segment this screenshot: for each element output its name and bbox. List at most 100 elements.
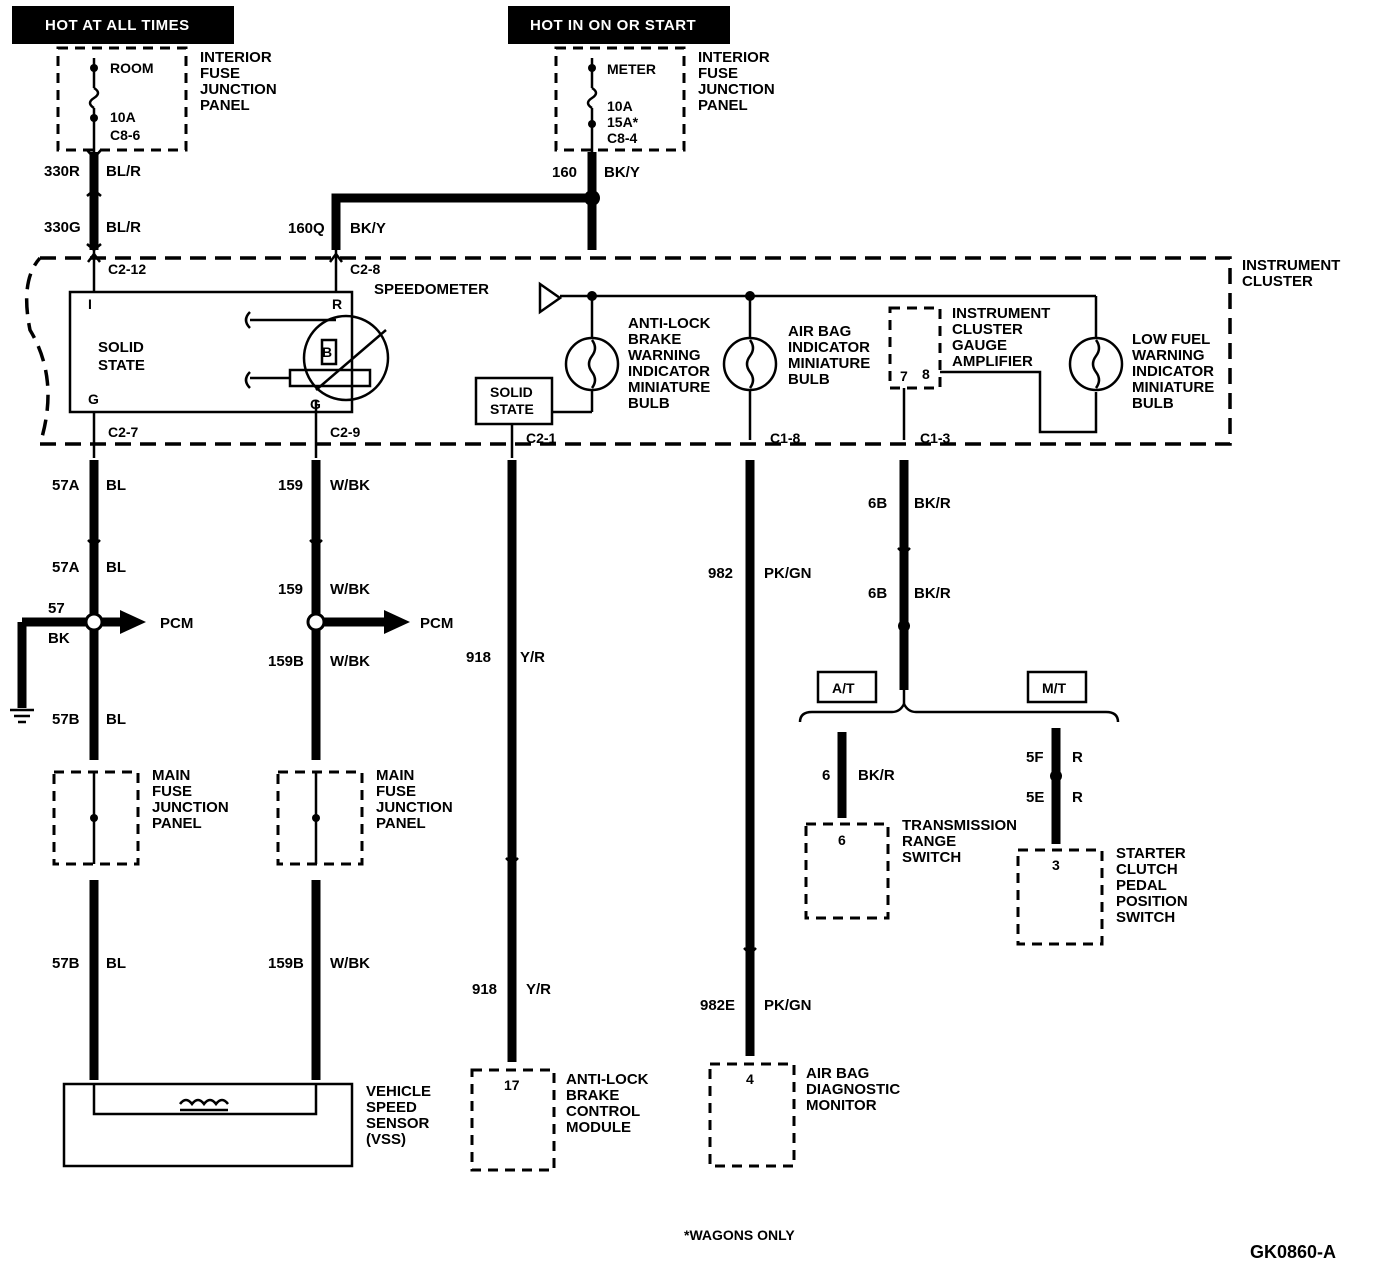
- interior-fuse-panel-left: ROOM 10A C8-6: [56, 46, 188, 152]
- ground-symbol-icon: [538, 281, 563, 315]
- svg-text:AIR BAG: AIR BAG: [788, 323, 851, 340]
- svg-text:PANEL: PANEL: [152, 815, 202, 832]
- interior-fuse-panel-right: METER 10A 15A* C8-4: [554, 46, 686, 152]
- svg-text:BL: BL: [106, 559, 126, 576]
- svg-text:57A: 57A: [52, 477, 80, 494]
- svg-text:6B: 6B: [868, 585, 887, 602]
- svg-text:918: 918: [466, 649, 491, 666]
- svg-text:C1-3: C1-3: [920, 430, 951, 446]
- at-badge: A/T: [816, 670, 878, 704]
- svg-text:POSITION: POSITION: [1116, 893, 1188, 910]
- fuse-room-rating: 10A: [110, 109, 136, 125]
- bulb-icon: [564, 336, 620, 392]
- fuse-room-connector: C8-6: [110, 127, 141, 143]
- svg-text:HOT AT ALL TIMES: HOT AT ALL TIMES: [45, 17, 190, 34]
- svg-text:57B: 57B: [52, 711, 80, 728]
- svg-text:PANEL: PANEL: [376, 815, 426, 832]
- svg-text:C1-8: C1-8: [770, 430, 801, 446]
- svg-text:MAIN: MAIN: [376, 767, 414, 784]
- header-hot-at-all-times: HOT AT ALL TIMES: [12, 6, 234, 44]
- wire-330: [86, 149, 102, 252]
- svg-text:BL: BL: [106, 477, 126, 494]
- svg-text:15A*: 15A*: [607, 114, 639, 130]
- svg-text:10A: 10A: [607, 98, 633, 114]
- bulb-icon: [1068, 336, 1124, 392]
- svg-text:FUSE: FUSE: [200, 65, 240, 82]
- svg-text:918: 918: [472, 981, 497, 998]
- svg-text:STATE: STATE: [490, 401, 534, 417]
- svg-text:330G: 330G: [44, 219, 81, 236]
- pcm-label-2: PCM: [420, 615, 453, 632]
- svg-text:INDICATOR: INDICATOR: [1132, 363, 1214, 380]
- svg-text:982: 982: [708, 565, 733, 582]
- svg-text:HOT IN ON OR START: HOT IN ON OR START: [530, 17, 696, 34]
- svg-text:STATE: STATE: [98, 357, 145, 374]
- svg-text:160: 160: [552, 164, 577, 181]
- svg-text:I: I: [88, 296, 92, 312]
- svg-text:C8-4: C8-4: [607, 130, 638, 146]
- svg-text:BL/R: BL/R: [106, 219, 141, 236]
- svg-text:SOLID: SOLID: [490, 384, 533, 400]
- starter-clutch-switch: 3: [1016, 848, 1104, 946]
- svg-text:C2-7: C2-7: [108, 424, 139, 440]
- svg-text:BK/R: BK/R: [858, 767, 895, 784]
- svg-text:FUSE: FUSE: [698, 65, 738, 82]
- svg-text:INTERIOR: INTERIOR: [200, 49, 272, 66]
- svg-text:159B: 159B: [268, 955, 304, 972]
- svg-text:INDICATOR: INDICATOR: [788, 339, 870, 356]
- svg-text:BRAKE: BRAKE: [628, 331, 681, 348]
- svg-text:ANTI-LOCK: ANTI-LOCK: [566, 1071, 649, 1088]
- fuse-room-name: ROOM: [110, 60, 154, 76]
- svg-text:INSTRUMENT: INSTRUMENT: [1242, 257, 1340, 274]
- svg-text:G: G: [88, 391, 99, 407]
- svg-text:17: 17: [504, 1077, 520, 1093]
- svg-text:WARNING: WARNING: [628, 347, 701, 364]
- svg-text:BK/Y: BK/Y: [604, 164, 640, 181]
- chassis-ground-icon: [10, 708, 34, 724]
- mt-badge: M/T: [1026, 670, 1088, 704]
- svg-text:M/T: M/T: [1042, 680, 1067, 696]
- svg-text:AMPLIFIER: AMPLIFIER: [952, 353, 1033, 370]
- svg-text:(VSS): (VSS): [366, 1131, 406, 1148]
- svg-text:LOW FUEL: LOW FUEL: [1132, 331, 1210, 348]
- pcm-label-1: PCM: [160, 615, 193, 632]
- svg-text:159: 159: [278, 581, 303, 598]
- svg-text:C2-8: C2-8: [350, 261, 381, 277]
- svg-text:FUSE: FUSE: [376, 783, 416, 800]
- svg-text:GAUGE: GAUGE: [952, 337, 1007, 354]
- svg-text:159B: 159B: [268, 653, 304, 670]
- svg-text:7: 7: [900, 368, 908, 384]
- svg-text:W/BK: W/BK: [330, 581, 370, 598]
- svg-text:BK/R: BK/R: [914, 495, 951, 512]
- svg-text:JUNCTION: JUNCTION: [698, 81, 775, 98]
- svg-text:C2-12: C2-12: [108, 261, 146, 277]
- svg-text:B: B: [322, 344, 332, 360]
- svg-text:BL/R: BL/R: [106, 163, 141, 180]
- svg-text:A/T: A/T: [832, 680, 855, 696]
- speedometer-block: I R G G SOLID STATE B: [68, 290, 390, 414]
- transmission-range-switch: 6: [804, 822, 890, 920]
- wire-5-mt: [1050, 728, 1062, 844]
- low-fuel-bulb: [1068, 296, 1124, 392]
- svg-text:W/BK: W/BK: [330, 955, 370, 972]
- svg-text:FUSE: FUSE: [152, 783, 192, 800]
- svg-text:330R: 330R: [44, 163, 80, 180]
- svg-text:W/BK: W/BK: [330, 653, 370, 670]
- header-hot-in-on-or-start: HOT IN ON OR START: [508, 6, 730, 44]
- footnote: *WAGONS ONLY: [684, 1227, 795, 1243]
- svg-text:C2-9: C2-9: [330, 424, 361, 440]
- svg-text:AIR BAG: AIR BAG: [806, 1065, 869, 1082]
- vehicle-speed-sensor: [62, 1082, 354, 1168]
- svg-text:C2-1: C2-1: [526, 430, 557, 446]
- svg-text:BK/Y: BK/Y: [350, 220, 386, 237]
- bulb-icon: [722, 336, 778, 392]
- svg-text:CONTROL: CONTROL: [566, 1103, 640, 1120]
- main-fuse-panel-left: [52, 770, 140, 866]
- svg-text:PK/GN: PK/GN: [764, 997, 812, 1014]
- wire-57: [10, 460, 146, 1080]
- svg-text:Y/R: Y/R: [520, 649, 545, 666]
- svg-text:BL: BL: [106, 955, 126, 972]
- svg-text:57A: 57A: [52, 559, 80, 576]
- svg-text:160Q: 160Q: [288, 220, 325, 237]
